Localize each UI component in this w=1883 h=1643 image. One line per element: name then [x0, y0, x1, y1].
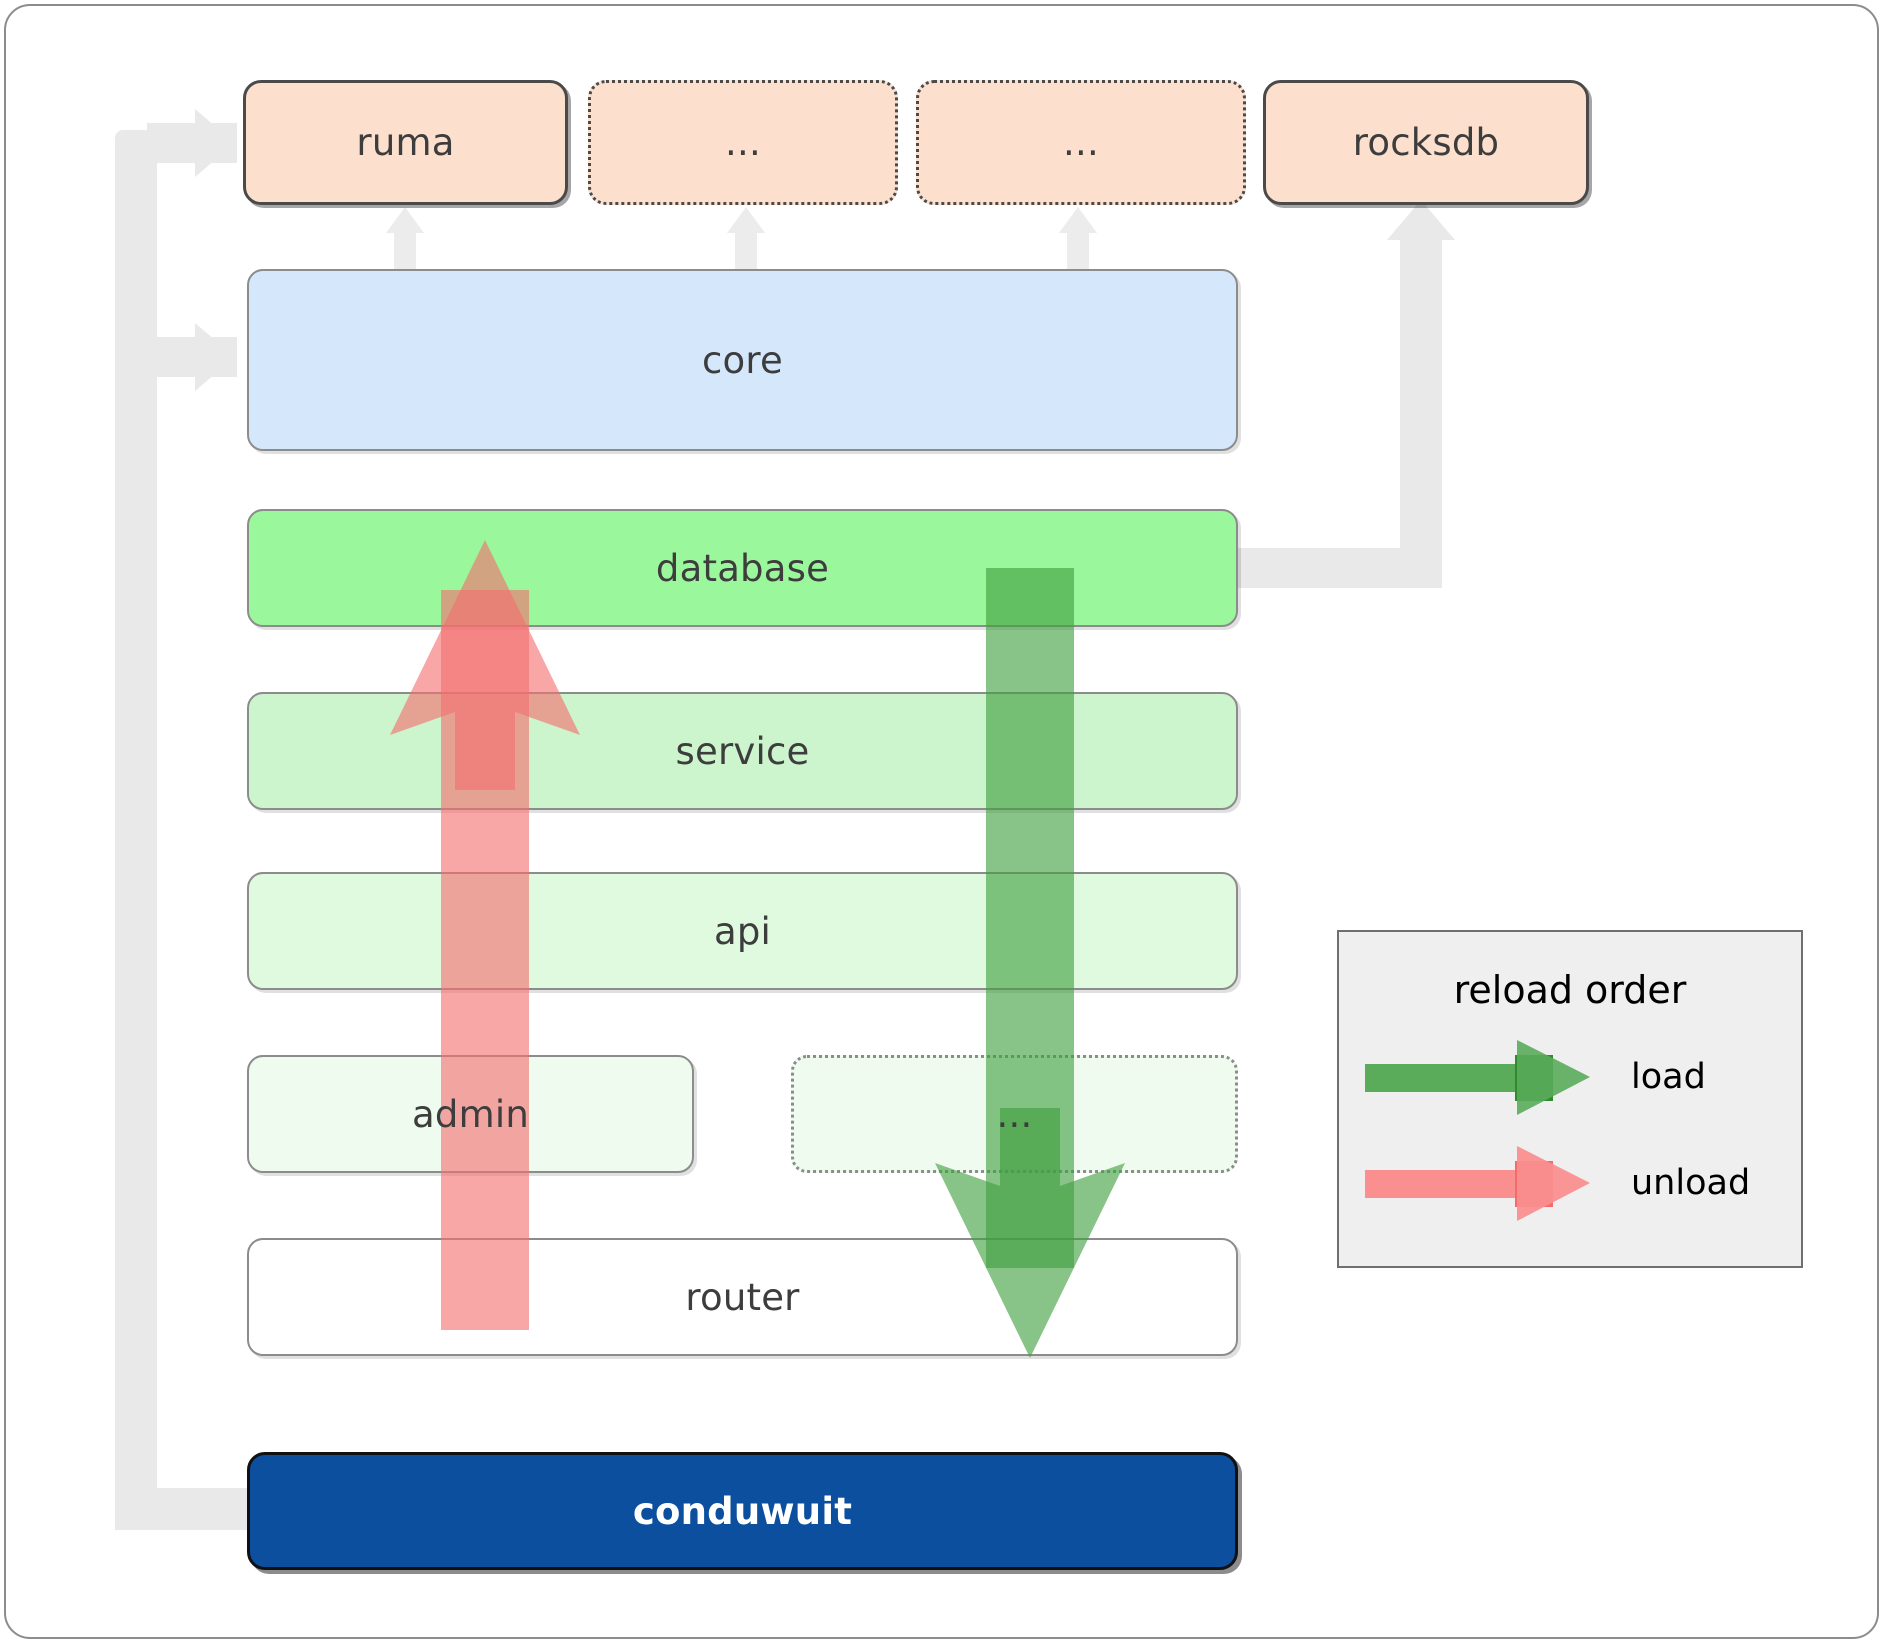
load-arrowhead-shape — [935, 1108, 1125, 1358]
unload-flow-arrow — [385, 540, 585, 1330]
core-to-dots2-shaft — [1067, 232, 1089, 274]
layer-router-label: router — [685, 1275, 800, 1319]
layer-core[interactable]: core — [247, 269, 1238, 451]
crate-placeholder-1[interactable]: ... — [588, 80, 898, 205]
crate-ruma[interactable]: ruma — [243, 80, 568, 205]
layer-admin-label: admin — [412, 1092, 529, 1136]
wire-arrowhead-rocksdb — [1387, 200, 1455, 240]
wire-arrowhead-core — [195, 323, 235, 391]
crate-rocksdb-label: rocksdb — [1352, 121, 1500, 164]
legend-panel: reload order load unload — [1337, 930, 1803, 1268]
wire-trunk-to-conduwuit — [115, 1488, 255, 1530]
layer-database-label: database — [655, 546, 830, 590]
crate-placeholder-2-label: ... — [1063, 121, 1099, 164]
legend-load-arrow-icon — [1365, 1040, 1590, 1115]
crate-rocksdb[interactable]: rocksdb — [1263, 80, 1589, 205]
crate-ruma-label: ruma — [356, 121, 455, 164]
core-to-ruma-arrow-icon — [386, 207, 424, 233]
core-to-dots1-arrow-icon — [727, 207, 765, 233]
legend-title: reload order — [1453, 968, 1687, 1012]
layer-service-label: service — [675, 729, 810, 773]
wire-arrowhead-ruma — [195, 109, 235, 177]
unload-shaft-shape — [441, 590, 529, 1330]
legend-load-label: load — [1631, 1057, 1706, 1097]
crate-placeholder-2[interactable]: ... — [916, 80, 1246, 205]
load-flow-arrow — [930, 568, 1130, 1358]
core-to-ruma-shaft — [394, 232, 416, 274]
wire-database-to-rocksdb-vertical — [1400, 235, 1442, 588]
root-conduwuit-label: conduwuit — [632, 1489, 853, 1533]
layer-api-label: api — [713, 909, 772, 953]
layer-placeholder-label: ... — [996, 1092, 1033, 1136]
layer-core-label: core — [702, 338, 783, 382]
wire-database-to-rocksdb-horizontal — [1232, 548, 1422, 588]
root-conduwuit[interactable]: conduwuit — [247, 1452, 1238, 1570]
legend-unload-label: unload — [1631, 1163, 1751, 1203]
legend-unload-arrow-icon — [1365, 1146, 1590, 1221]
core-to-dots2-arrow-icon — [1059, 207, 1097, 233]
crate-placeholder-1-label: ... — [725, 121, 761, 164]
core-to-dots1-shaft — [735, 232, 757, 274]
